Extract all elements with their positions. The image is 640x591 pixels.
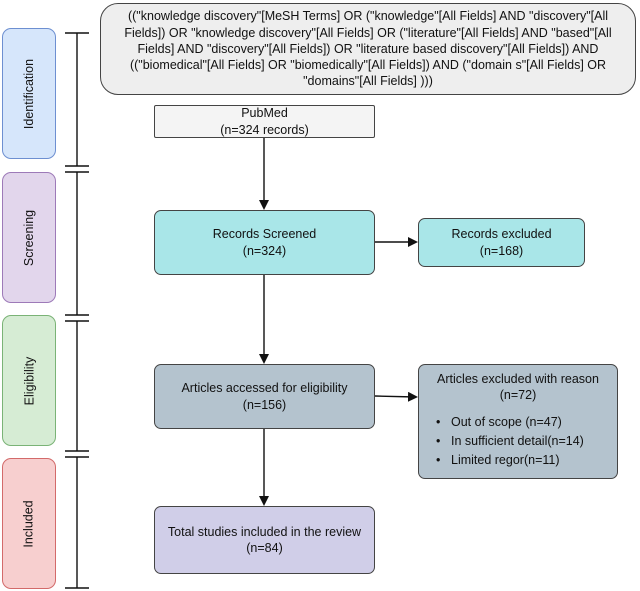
exclusion-reason-item: • Limited regor(n=11) — [436, 452, 584, 468]
bullet-icon: • — [436, 453, 441, 467]
eligibility-title: Articles accessed for eligibility — [181, 381, 348, 396]
stage-screening: Screening — [2, 172, 56, 303]
exclusion-reason-item: • Out of scope (n=47) — [436, 414, 584, 430]
records-excluded-title: Records excluded — [451, 227, 552, 242]
arrow-eligible-to-excluded-reason — [374, 391, 418, 402]
pubmed-title: PubMed — [241, 106, 288, 121]
included-studies-count: (n=84) — [246, 541, 283, 555]
query-line: Fields]) OR "knowledge discovery"[All Fi… — [124, 25, 612, 40]
stage-eligibility: Eligibility — [2, 315, 56, 446]
included-studies-box: Total studies included in the review (n=… — [154, 506, 375, 574]
search-query-box: (("knowledge discovery"[MeSH Terms] OR (… — [100, 3, 636, 95]
records-excluded-box: Records excluded (n=168) — [418, 218, 585, 267]
stage-included: Included — [2, 458, 56, 589]
records-screened-box: Records Screened (n=324) — [154, 210, 375, 275]
exclusion-reason-item: • In sufficient detail(n=14) — [436, 433, 584, 449]
pubmed-count: (n=324 records) — [220, 122, 309, 137]
stage-identification: Identification — [2, 28, 56, 159]
stage-eligibility-label: Eligibility — [21, 356, 36, 405]
excluded-with-reason-count: (n=72) — [499, 388, 537, 403]
excluded-with-reason-box: Articles excluded with reason (n=72) • O… — [418, 364, 618, 479]
records-screened-title: Records Screened — [212, 227, 317, 242]
exclusion-reason-text: Out of scope (n=47) — [451, 414, 562, 429]
query-line: (("knowledge discovery"[MeSH Terms] OR (… — [127, 9, 609, 24]
stage-bracket — [65, 32, 89, 589]
bullet-icon: • — [436, 414, 441, 429]
pubmed-box: PubMed (n=324 records) — [154, 105, 375, 138]
exclusion-reason-list: • Out of scope (n=47) • In sufficient de… — [419, 414, 584, 472]
bullet-icon: • — [436, 433, 441, 448]
stage-identification-label: Identification — [22, 58, 36, 129]
exclusion-reason-text: In sufficient detail(n=14) — [451, 433, 584, 448]
stage-included-label: Included — [21, 499, 36, 548]
exclusion-reason-text: Limited regor(n=11) — [451, 453, 560, 467]
query-line: (("biomedical"[All Fields] OR "biomedica… — [129, 58, 607, 73]
records-excluded-count: (n=168) — [479, 243, 524, 258]
eligibility-count: (n=156) — [242, 397, 287, 412]
included-studies-title: Total studies included in the review — [167, 524, 362, 539]
records-screened-count: (n=324) — [242, 243, 287, 258]
eligibility-box: Articles accessed for eligibility (n=156… — [154, 364, 375, 429]
query-line: "domains"[All Fields] ))) — [303, 74, 433, 89]
query-line: Fields] AND "discovery"[All Fields]) OR … — [137, 41, 599, 56]
excluded-with-reason-title: Articles excluded with reason — [437, 372, 599, 386]
stage-screening-label: Screening — [22, 209, 37, 266]
